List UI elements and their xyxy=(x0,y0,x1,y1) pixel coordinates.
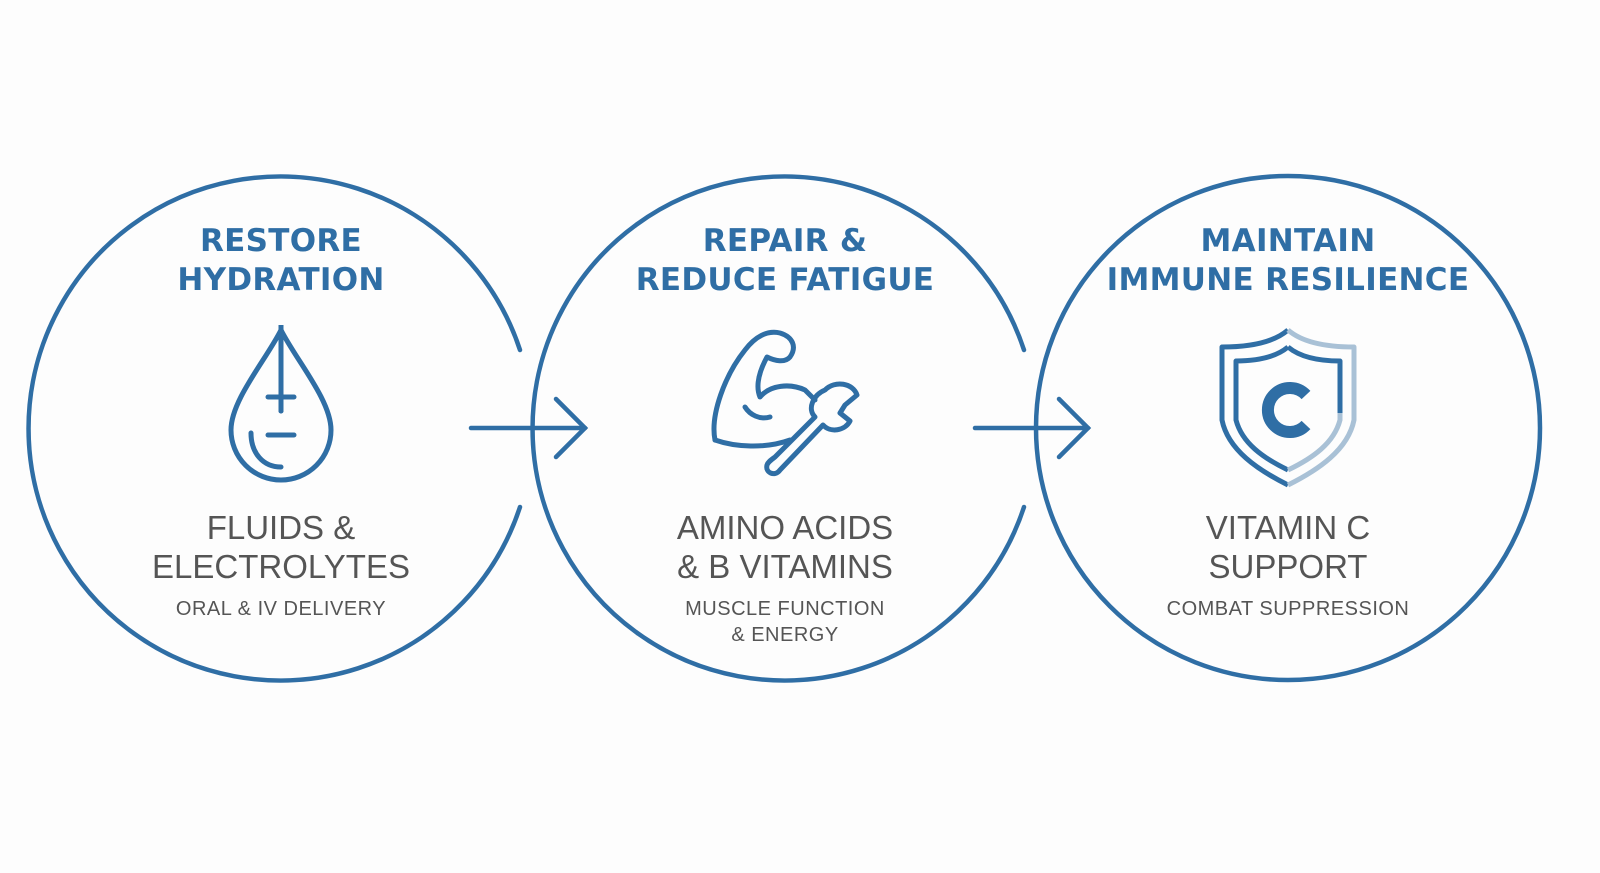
step-circle-1 xyxy=(26,174,523,683)
step-title: REPAIR &REDUCE FATIGUE xyxy=(635,223,935,298)
step-detail: ORAL & IV DELIVERY xyxy=(175,598,387,620)
step-detail: COMBAT SUPPRESSION xyxy=(1166,598,1410,620)
step-subtitle: FLUIDS &ELECTROLYTES xyxy=(152,509,410,585)
water-drop-plus-minus-icon xyxy=(228,325,334,483)
arrow-2-icon xyxy=(972,396,1092,460)
arrow-1-icon xyxy=(468,396,589,460)
step-detail: MUSCLE FUNCTION& ENERGY xyxy=(685,598,885,646)
muscle-wrench-icon xyxy=(711,329,860,477)
step-subtitle: AMINO ACIDS& B VITAMINS xyxy=(676,509,894,585)
shield-c-icon xyxy=(1219,328,1357,488)
